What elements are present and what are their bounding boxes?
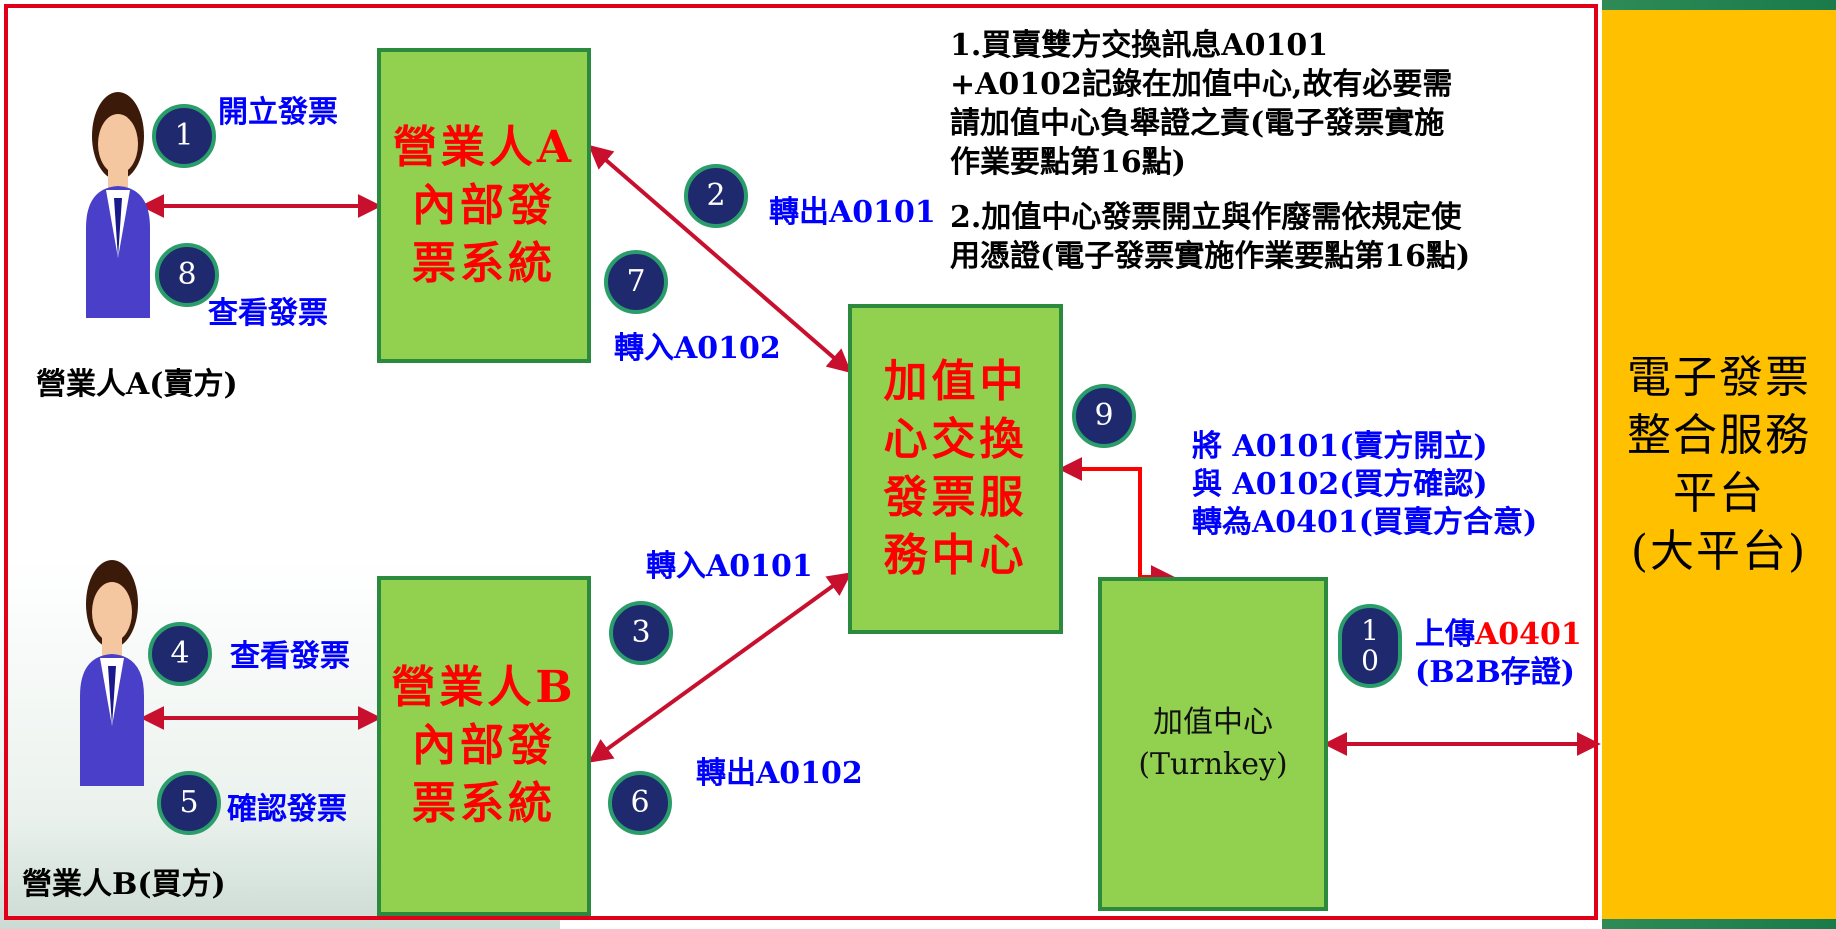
step-9-line-3: 轉為A0401(買賣方合意)	[1192, 505, 1538, 540]
step-8-label: 查看發票	[208, 296, 328, 331]
step-10-prefix: 上傳	[1415, 617, 1475, 652]
step-10-code: A0401	[1475, 617, 1582, 652]
note-line-5: 2.加值中心發票開立與作廢需依規定使	[950, 200, 1462, 235]
arrow-vac-turnkey	[1058, 457, 1175, 589]
seller-system-line-2: 內部發	[412, 179, 556, 231]
buyer-system-line-3: 票系統	[412, 778, 556, 829]
vac-line-2: 心交換	[883, 414, 1028, 465]
seller-system-line-1: 營業人A	[392, 121, 576, 173]
step-6-badge: 6	[608, 771, 672, 835]
note-line-2: +A0102記錄在加值中心,故有必要需	[950, 67, 1453, 102]
vac-line-4: 務中心	[883, 530, 1028, 581]
notes-block: 1.買賣雙方交換訊息A0101 +A0102記錄在加值中心,故有必要需 請加值中…	[950, 26, 1470, 276]
note-line-4: 作業要點第16點)	[950, 145, 1186, 180]
step-5-badge: 5	[157, 771, 221, 835]
step-3-label: 轉入A0101	[646, 549, 813, 584]
vac-line-1: 加值中	[883, 356, 1028, 407]
seller-avatar-person-icon	[86, 92, 150, 318]
step-10-line-2: (B2B存證)	[1415, 655, 1575, 690]
step-6-label: 轉出A0102	[696, 756, 863, 791]
step-4-label: 查看發票	[230, 639, 350, 674]
seller-system-line-3: 票系統	[412, 237, 556, 289]
note-line-3: 請加值中心負舉證之責(電子發票實施	[950, 106, 1445, 141]
vac-line-3: 發票服	[883, 472, 1028, 523]
step-8-badge: 8	[155, 243, 219, 307]
step-10-line-1: 上傳A0401	[1415, 616, 1582, 654]
platform-bottom-band	[1602, 919, 1836, 929]
platform-label-line-4: (大平台)	[1630, 525, 1808, 577]
step-2-label: 轉出A0101	[769, 195, 936, 230]
step-7-label: 轉入A0102	[614, 331, 781, 366]
seller-name: 營業人A(賣方)	[36, 367, 238, 402]
step-3-badge: 3	[609, 601, 673, 665]
step-4-badge: 4	[148, 622, 212, 686]
step-10-digit-bottom: 0	[1361, 644, 1379, 677]
arrow-seller-vac	[588, 144, 852, 374]
turnkey-center: 加值中心 (Turnkey)	[1098, 577, 1328, 911]
step-9-badge: 9	[1072, 384, 1136, 448]
diagram-frame	[4, 4, 1598, 920]
turnkey-line-1: 加值中心	[1153, 705, 1273, 740]
step-5-label: 確認發票	[227, 792, 347, 827]
turnkey-line-2: (Turnkey)	[1138, 747, 1288, 782]
arrow-buyer-vac	[588, 572, 852, 763]
step-1-badge: 1	[152, 104, 216, 168]
buyer-name: 營業人B(買方)	[22, 867, 226, 902]
seller-internal-system: 營業人A 內部發 票系統	[377, 48, 591, 363]
step-7-badge: 7	[604, 250, 668, 314]
buyer-avatar-person-icon	[80, 560, 144, 786]
note-line-1: 1.買賣雙方交換訊息A0101	[950, 28, 1329, 63]
step-1-label: 開立發票	[218, 95, 338, 130]
e-invoice-platform: 電子發票 整合服務 平台 (大平台)	[1602, 0, 1836, 929]
step-10-badge: 1 0	[1338, 604, 1402, 688]
step-9-line-1: 將 A0101(賣方開立)	[1192, 429, 1488, 464]
buyer-system-line-2: 內部發	[412, 720, 556, 771]
platform-label-line-2: 整合服務	[1627, 409, 1811, 461]
buyer-internal-system: 營業人B 內部發 票系統	[377, 576, 591, 916]
step-9-line-2: 與 A0102(買方確認)	[1192, 467, 1488, 502]
step-10-digit-top: 1	[1361, 614, 1379, 647]
vac-exchange-center: 加值中 心交換 發票服 務中心	[848, 304, 1063, 634]
step-10-description: 上傳A0401 (B2B存證)	[1415, 616, 1582, 692]
note-line-6: 用憑證(電子發票實施作業要點第16點)	[950, 239, 1471, 274]
step-9-description: 將 A0101(賣方開立) 與 A0102(買方確認) 轉為A0401(買賣方合…	[1192, 428, 1537, 542]
platform-label-line-3: 平台	[1673, 467, 1765, 519]
step-2-badge: 2	[684, 164, 748, 228]
buyer-system-line-1: 營業人B	[391, 662, 577, 713]
platform-top-band	[1602, 0, 1836, 10]
platform-label-line-1: 電子發票	[1627, 351, 1811, 403]
